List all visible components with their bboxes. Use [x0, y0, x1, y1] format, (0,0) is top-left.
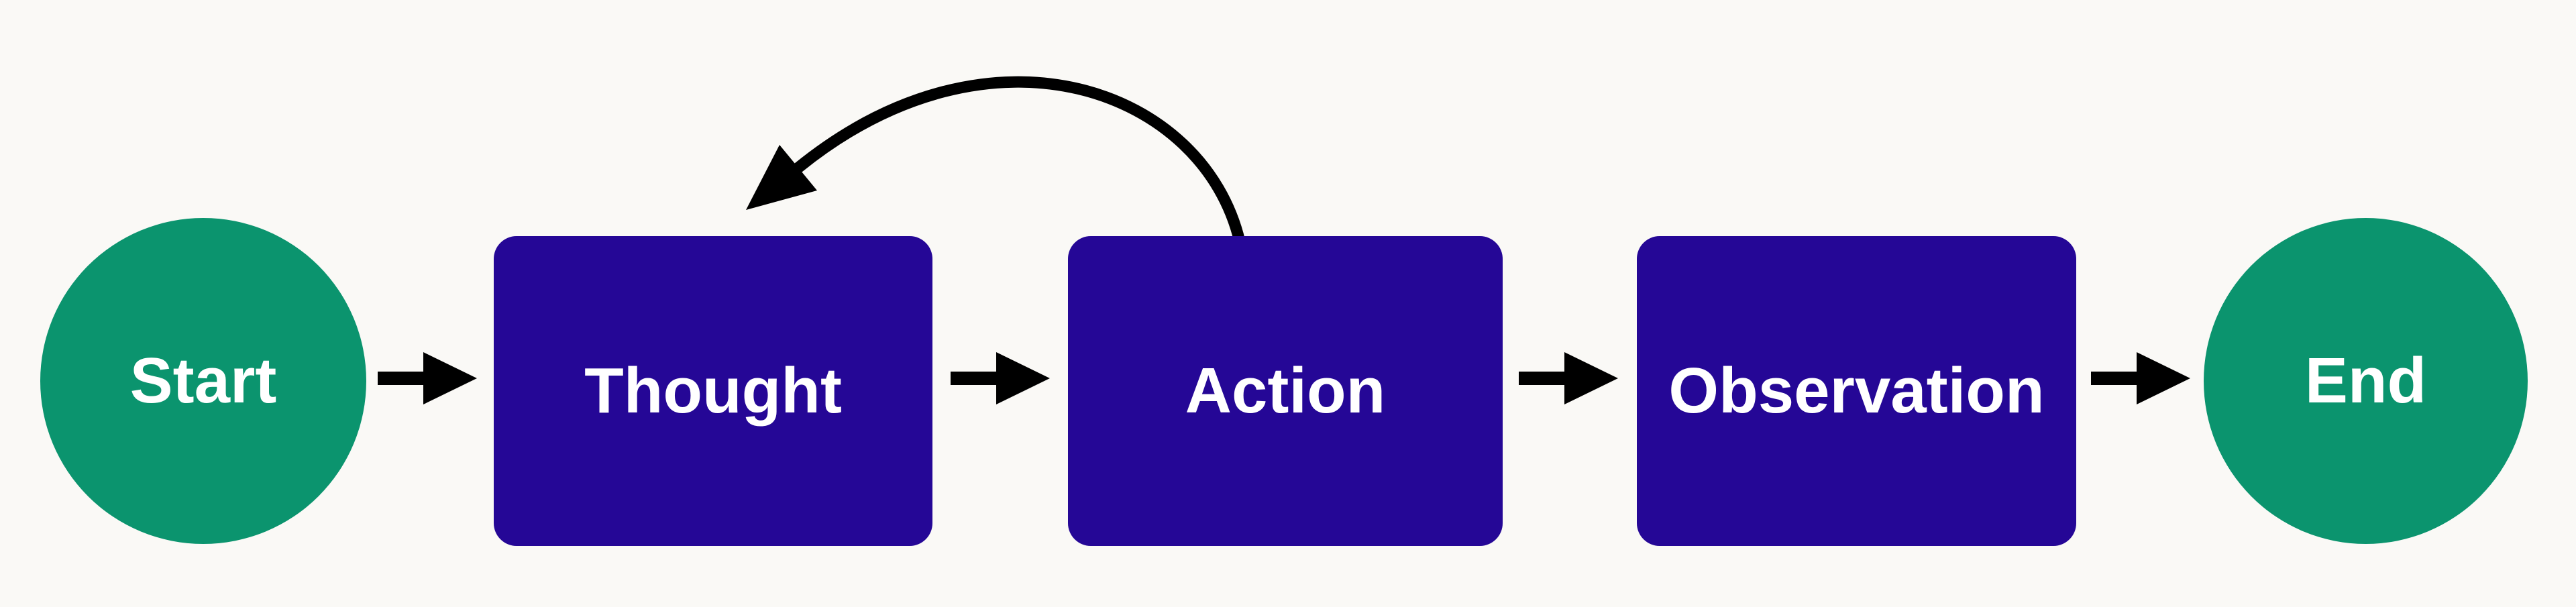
node-action: Action	[1068, 236, 1503, 546]
edge-action-thought-loop	[746, 76, 1246, 247]
edge-observation-end-arrow-right-icon	[2091, 352, 2190, 404]
node-end-label: End	[2304, 345, 2427, 417]
node-observation: Observation	[1637, 236, 2076, 546]
node-observation-label: Observation	[1668, 355, 2045, 427]
node-start: Start	[40, 218, 366, 544]
node-start-label: Start	[129, 345, 277, 417]
curved-loop-arrow-icon	[792, 76, 1246, 247]
curved-loop-arrowhead-icon	[746, 145, 817, 210]
edge-thought-action-arrow-right-icon	[951, 352, 1050, 404]
edge-action-observation-arrow-right-icon	[1519, 352, 1618, 404]
node-thought: Thought	[494, 236, 932, 546]
node-action-label: Action	[1185, 355, 1386, 427]
node-end: End	[2204, 218, 2528, 544]
edge-start-thought-arrow-right-icon	[378, 352, 477, 404]
node-thought-label: Thought	[584, 355, 842, 427]
